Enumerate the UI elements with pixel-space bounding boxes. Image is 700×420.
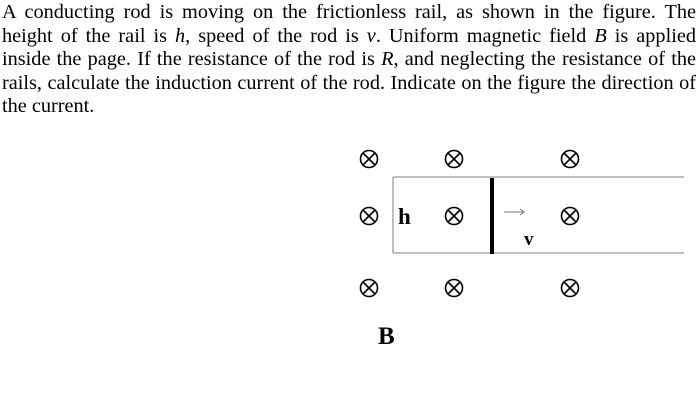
field-into-page-icon	[444, 206, 464, 226]
field-into-page-icon	[560, 206, 580, 226]
field-label: B	[378, 323, 395, 350]
height-label: h	[398, 204, 411, 229]
field-into-page-icon	[560, 149, 580, 169]
velocity-arrow	[504, 208, 525, 216]
problem-statement: A conducting rod is moving on the fricti…	[2, 1, 696, 119]
field-into-page-icon	[560, 278, 580, 298]
problem-text-part-5: , and neglecting the resistance of the r…	[2, 48, 696, 118]
field-into-page-icon	[444, 278, 464, 298]
problem-text-part-3: . Uniform magnetic field	[375, 24, 595, 47]
field-into-page-icon	[359, 149, 379, 169]
height-variable: h	[175, 24, 186, 47]
resistance-variable: R	[381, 48, 394, 71]
speed-variable: v	[366, 24, 376, 47]
problem-text-part-1: A conducting rod is moving on the fricti…	[2, 1, 696, 47]
velocity-label: v	[524, 229, 534, 250]
field-into-page-icon	[444, 149, 464, 169]
field-variable: B	[594, 24, 607, 47]
problem-text-part-4: is applied inside the page. If the resis…	[2, 24, 696, 71]
problem-text-part-2: , speed of the rod is	[185, 24, 367, 47]
field-into-page-icon	[359, 206, 379, 226]
field-into-page-icon	[359, 278, 379, 298]
